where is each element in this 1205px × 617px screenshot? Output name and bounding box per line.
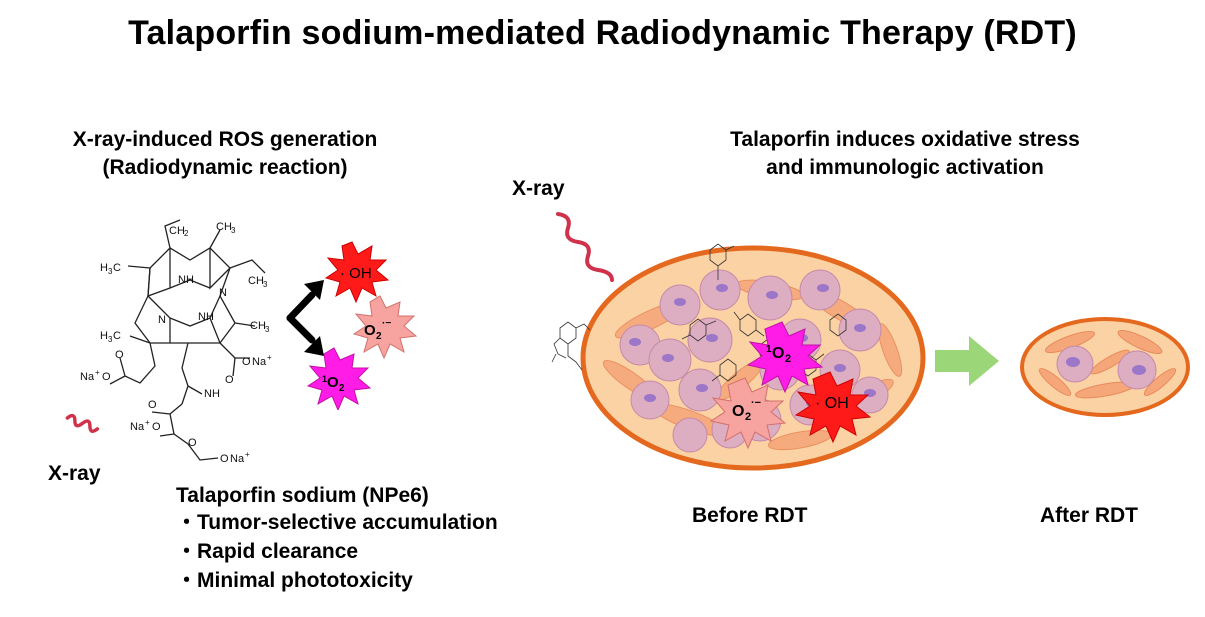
superoxide-burst: O 2 ·− xyxy=(352,295,418,360)
right-heading: Talaporfin induces oxidative stress and … xyxy=(700,126,1110,182)
svg-text:N: N xyxy=(219,287,227,299)
svg-text:Na: Na xyxy=(230,453,245,465)
left-heading: X-ray-induced ROS generation (Radiodynam… xyxy=(30,126,420,182)
svg-text:+: + xyxy=(95,368,100,377)
svg-text:2: 2 xyxy=(184,229,189,238)
label-na-bottom: O xyxy=(220,453,229,465)
svg-text:C: C xyxy=(113,262,121,274)
label-ch3-right: CH xyxy=(248,275,264,287)
svg-text:O: O xyxy=(148,399,157,411)
right-heading-line2: and immunologic activation xyxy=(766,156,1044,179)
tumor-before-rdt: 1 O 2 · OH O 2 ·− xyxy=(580,243,926,471)
svg-text:·−: ·− xyxy=(751,397,761,409)
svg-text:+: + xyxy=(245,450,250,459)
tumor-after-rdt xyxy=(1020,317,1190,417)
drug-name: Talaporfin sodium (NPe6) xyxy=(176,484,429,507)
singlet-oxygen-burst: 1 O 2 xyxy=(306,347,372,410)
svg-text:O: O xyxy=(364,322,376,339)
before-rdt-label: Before RDT xyxy=(692,504,808,527)
label-nh-bottom: NH xyxy=(198,311,214,323)
svg-text:1: 1 xyxy=(322,374,327,384)
svg-text:O: O xyxy=(327,374,339,391)
drug-feature-list: ・Tumor-selective accumulation ・Rapid cle… xyxy=(176,508,498,595)
label-na-left: Na xyxy=(80,371,95,383)
svg-text:1: 1 xyxy=(766,344,772,355)
ros-reaction-group: · OH O 2 ·− 1 O 2 xyxy=(286,241,418,410)
tumor-superoxide-burst: O 2 ·− xyxy=(709,377,787,450)
svg-text:3: 3 xyxy=(263,280,268,289)
svg-text:3: 3 xyxy=(265,325,270,334)
label-nh-top: NH xyxy=(178,274,194,286)
xray-label-left: X-ray xyxy=(48,462,101,485)
hydroxyl-radical-burst: · OH xyxy=(324,241,390,304)
talaporfin-molecule-outside xyxy=(551,321,591,371)
svg-text:·−: ·− xyxy=(382,318,391,329)
xray-label-right: X-ray xyxy=(512,177,565,200)
label-na-mid: Na xyxy=(130,421,145,433)
svg-text:O: O xyxy=(152,421,161,433)
feature-item-2: ・Rapid clearance xyxy=(176,540,359,563)
label-ch2: CH xyxy=(169,225,185,237)
svg-text:+: + xyxy=(267,353,272,362)
svg-text:· OH: · OH xyxy=(815,395,849,412)
svg-text:3: 3 xyxy=(231,226,236,235)
xray-wave-icon-right xyxy=(556,212,614,282)
feature-item-1: ・Tumor-selective accumulation xyxy=(176,511,498,534)
tumor-hydroxyl-burst: · OH xyxy=(794,371,872,444)
feature-item-3: ・Minimal phototoxicity xyxy=(176,569,413,592)
svg-text:O: O xyxy=(772,345,784,362)
label-ch3-top: CH xyxy=(216,221,232,233)
figure-title: Talaporfin sodium-mediated Radiodynamic … xyxy=(128,14,1077,52)
svg-text:N: N xyxy=(158,314,166,326)
svg-text:3: 3 xyxy=(108,267,113,276)
svg-text:2: 2 xyxy=(745,411,751,423)
left-heading-line1: X-ray-induced ROS generation xyxy=(72,128,378,151)
xray-wave-icon-left xyxy=(65,413,100,433)
svg-text:O: O xyxy=(225,374,234,386)
svg-text:3: 3 xyxy=(108,335,113,344)
svg-text:2: 2 xyxy=(785,353,791,365)
after-rdt-label: After RDT xyxy=(1040,504,1138,527)
tumor-singlet-oxygen-burst: 1 O 2 xyxy=(746,321,824,394)
svg-text:2: 2 xyxy=(376,331,382,342)
left-heading-line2: (Radiodynamic reaction) xyxy=(102,156,348,179)
svg-text:2: 2 xyxy=(339,383,345,394)
label-na-right: O xyxy=(242,356,251,368)
svg-text:· OH: · OH xyxy=(340,265,372,282)
label-h3c-lower: H xyxy=(100,330,108,342)
svg-text:Na: Na xyxy=(252,356,267,368)
right-heading-line1: Talaporfin induces oxidative stress xyxy=(730,128,1080,151)
progression-arrow-icon xyxy=(935,336,999,386)
svg-text:NH: NH xyxy=(204,388,220,400)
svg-text:O: O xyxy=(188,437,197,449)
svg-text:O: O xyxy=(115,349,124,361)
svg-text:+: + xyxy=(145,418,150,427)
label-h3c-top: H xyxy=(100,262,108,274)
label-ch3-lower: CH xyxy=(250,320,266,332)
svg-text:C: C xyxy=(113,330,121,342)
svg-text:O: O xyxy=(102,371,111,383)
branch-arrows xyxy=(286,291,316,344)
svg-text:O: O xyxy=(732,403,744,420)
